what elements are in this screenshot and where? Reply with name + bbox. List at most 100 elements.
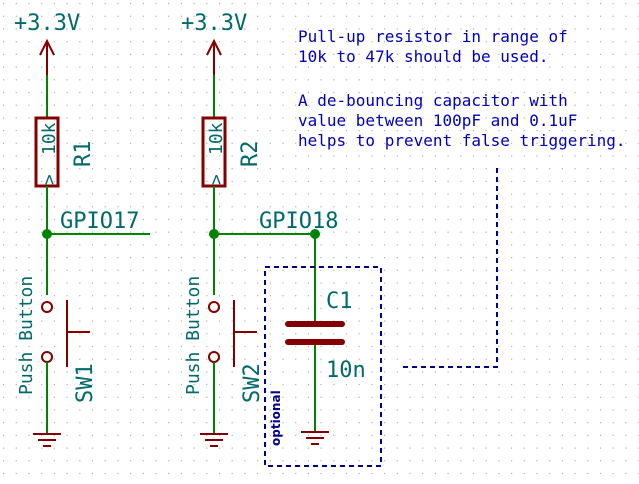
grid-dot <box>460 358 462 360</box>
grid-dot <box>523 371 525 373</box>
grid-dot <box>142 104 144 106</box>
grid-dot <box>91 396 94 398</box>
grid-dot <box>3 130 5 132</box>
grid-dot <box>15 206 17 208</box>
grid-dot <box>625 282 627 284</box>
grid-dot <box>625 358 627 360</box>
grid-dot <box>320 434 322 436</box>
grid-dot <box>371 206 373 208</box>
grid-dot <box>460 422 462 424</box>
grid-dot <box>53 244 55 246</box>
grid-dot <box>218 104 221 106</box>
grid-dot <box>358 409 360 411</box>
grid-dot <box>269 180 271 182</box>
grid-dot <box>257 206 259 208</box>
grid-dot <box>53 345 55 348</box>
grid-dot <box>485 91 487 94</box>
grid-dot <box>206 91 208 94</box>
grid-dot <box>269 244 271 246</box>
grid-dot <box>511 282 513 284</box>
grid-dot <box>155 79 157 81</box>
grid-dot <box>53 396 55 398</box>
grid-dot <box>422 295 424 297</box>
grid-dot <box>523 104 525 106</box>
grid-dot <box>66 79 68 81</box>
grid-dot <box>409 244 411 246</box>
grid-dot <box>168 66 170 68</box>
grid-dot <box>625 142 627 144</box>
grid-dot <box>345 320 348 322</box>
grid-dot <box>345 257 348 259</box>
resistor-r2-arrow: > <box>206 174 227 185</box>
grid-dot <box>460 333 462 335</box>
grid-dot <box>130 295 132 297</box>
grid-dot <box>409 218 411 221</box>
grid-dot <box>231 409 233 411</box>
grid-dot <box>460 41 462 43</box>
grid-dot <box>155 244 157 246</box>
grid-dot <box>422 282 424 284</box>
grid-dot <box>333 269 335 271</box>
grid-dot <box>15 142 17 144</box>
grid-dot <box>218 257 221 259</box>
grid-dot <box>625 269 627 271</box>
grid-dot <box>460 244 462 246</box>
grid-dot <box>231 434 233 436</box>
grid-dot <box>384 91 386 94</box>
grid-dot <box>523 333 525 335</box>
grid-dot <box>371 117 373 119</box>
grid-dot <box>104 472 106 475</box>
right-channel: +3.3V > 10k R2 GPIO18 Push Button SW2 <box>181 11 382 467</box>
grid-dot <box>574 28 576 30</box>
grid-dot <box>130 320 132 322</box>
grid-dot <box>3 257 5 259</box>
grid-dot <box>447 434 449 436</box>
grid-dot <box>269 41 271 43</box>
grid-dot <box>79 104 81 106</box>
grid-dot <box>625 231 627 233</box>
grid-dot <box>460 53 462 55</box>
grid-dot <box>371 91 373 94</box>
grid-dot <box>180 396 182 398</box>
grid-dot <box>15 130 17 132</box>
grid-dot <box>269 307 271 309</box>
grid-dot <box>231 396 233 398</box>
grid-dot <box>257 282 259 284</box>
grid-dot <box>612 206 614 208</box>
grid-dot <box>625 295 627 297</box>
grid-dot <box>396 396 398 398</box>
grid-dot <box>396 206 398 208</box>
grid-dot <box>422 117 424 119</box>
grid-dot <box>345 3 348 5</box>
grid-dot <box>142 193 144 195</box>
grid-dot <box>3 244 5 246</box>
grid-dot <box>587 3 589 5</box>
grid-dot <box>320 472 322 475</box>
grid-dot <box>599 409 602 411</box>
grid-dot <box>193 358 195 360</box>
grid-dot <box>130 193 132 195</box>
grid-dot <box>130 358 132 360</box>
grid-dot <box>460 142 462 144</box>
grid-dot <box>282 472 284 475</box>
grid-dot <box>511 193 513 195</box>
grid-dot <box>472 218 475 221</box>
grid-dot <box>333 91 335 94</box>
grid-dot <box>53 130 55 132</box>
grid-dot <box>193 231 195 233</box>
grid-dot <box>320 447 322 449</box>
grid-dot <box>536 104 538 106</box>
grid-dot <box>549 66 551 68</box>
grid-dot <box>409 66 411 68</box>
grid-dot <box>130 333 132 335</box>
grid-dot <box>511 15 513 17</box>
grid-dot <box>155 396 157 398</box>
grid-dot <box>333 422 335 424</box>
grid-dot <box>587 168 589 170</box>
grid-dot <box>206 307 208 309</box>
grid-dot <box>472 384 475 386</box>
grid-dot <box>587 333 589 335</box>
grid-dot <box>599 371 602 373</box>
grid-dot <box>587 295 589 297</box>
net-label-gpio17: GPIO17 <box>60 209 139 234</box>
